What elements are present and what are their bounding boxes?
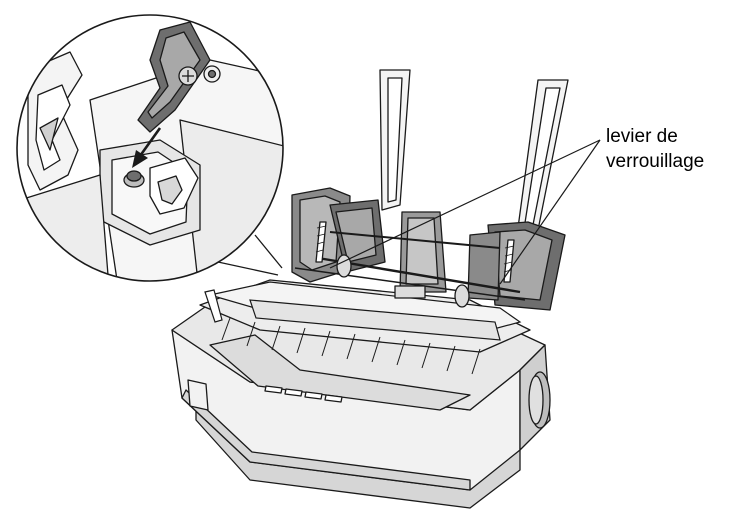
platen-ridge — [204, 281, 522, 341]
sheet-feeder — [291, 69, 569, 311]
down-arrow-icon — [132, 127, 162, 168]
feeder-springs — [315, 225, 515, 273]
detail-circle-outline — [16, 14, 284, 282]
callout-label: levier de verrouillage — [606, 124, 704, 174]
callout-label-line2: verrouillage — [606, 151, 705, 172]
callout-leader-lines — [329, 139, 601, 285]
callout-label-line1: levier de — [606, 126, 678, 147]
detail-magnifier — [17, 15, 283, 281]
paper-guide-ribs — [221, 317, 481, 375]
detail-connector — [217, 234, 283, 276]
